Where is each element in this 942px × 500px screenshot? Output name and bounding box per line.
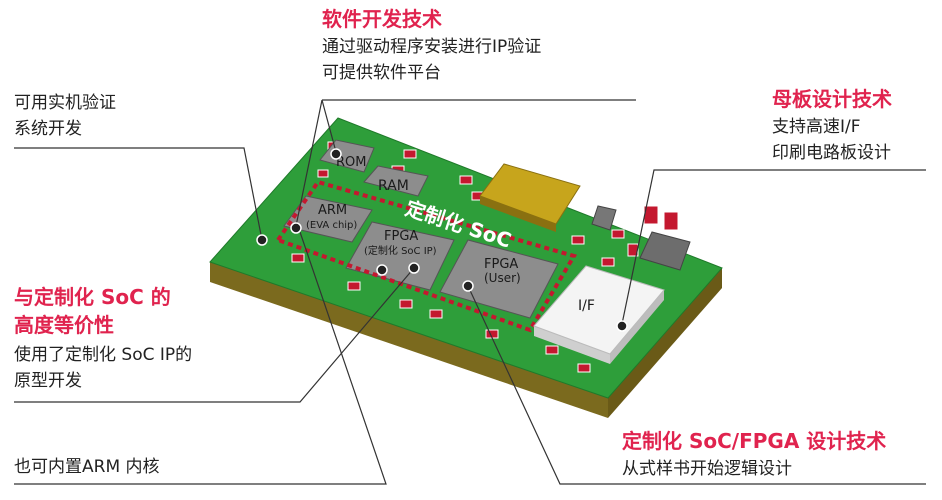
realboard-line2: 系统开发	[14, 119, 82, 139]
ram-chip	[363, 165, 429, 197]
leader-dots	[256, 148, 628, 332]
soc-boundary	[274, 179, 578, 333]
if-block-side	[534, 326, 610, 364]
if-block-label: I/F	[578, 298, 595, 314]
motherboard-line1: 支持高速I/F	[772, 117, 861, 137]
cost-heading2: 高度等价性	[14, 313, 114, 337]
fpga-tech-heading: 定制化 SoC/FPGA 设计技术	[622, 429, 887, 453]
gold-chip	[479, 163, 581, 225]
gold-chip-side	[480, 196, 556, 232]
arm-chip-label: ARM	[318, 203, 347, 218]
inductor-block	[639, 231, 691, 271]
arm-core-line1: 也可内置ARM 内核	[14, 457, 160, 477]
ram-chip-label: RAM	[378, 178, 409, 194]
realboard-line1: 可用实机验证	[14, 93, 116, 113]
cost-line2: 原型开发	[14, 371, 82, 391]
motherboard-line2: 印刷电路板设计	[772, 143, 891, 163]
software-line1: 通过驱动程序安装进行IP验证	[322, 37, 542, 57]
fpga1-chip-label: FPGA	[384, 229, 418, 244]
if-block	[533, 265, 665, 355]
arm-chip-sublabel: (EVA chip)	[306, 220, 357, 231]
arm-chip	[283, 195, 373, 243]
software-heading: 软件开发技术	[322, 7, 442, 31]
fpga1-chip-sublabel: (定制化 SoC IP)	[364, 244, 437, 257]
rom-chip-label: ROM	[336, 155, 366, 170]
cost-line1: 使用了定制化 SoC IP的	[14, 345, 193, 365]
cost-heading1: 与定制化 SoC 的	[14, 285, 171, 309]
software-line2: 可提供软件平台	[322, 63, 441, 83]
if-block-side-right	[610, 290, 664, 364]
fpga2-chip-label: FPGA	[484, 257, 518, 272]
leader-lines	[14, 99, 926, 485]
regulator-chip	[591, 205, 617, 231]
rom-chip	[319, 139, 375, 173]
fpga-tech-line1: 从式样书开始逻辑设计	[622, 459, 792, 479]
fpga2-chip	[439, 239, 559, 319]
pcb-edge-right	[608, 268, 722, 418]
fpga2-chip-sublabel: (User)	[484, 271, 521, 285]
motherboard-heading: 母板设计技术	[772, 87, 892, 111]
pcb-edge	[210, 262, 608, 418]
